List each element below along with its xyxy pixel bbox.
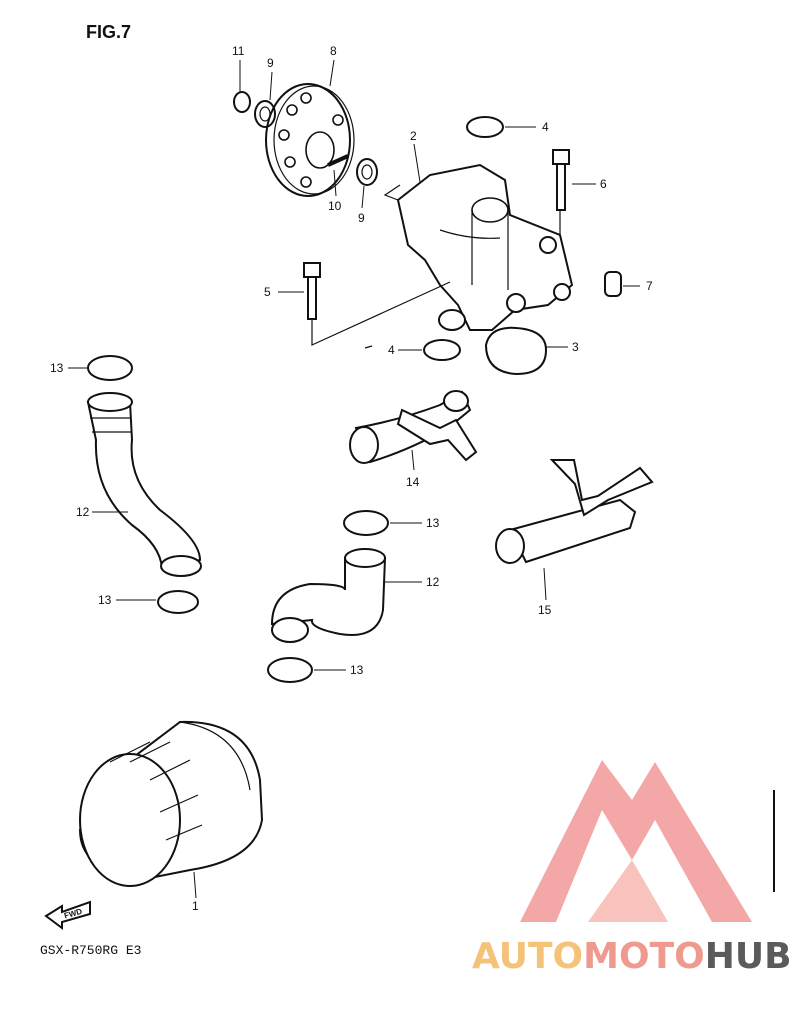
part-11-circlip: [233, 91, 251, 113]
part-14-pipe: [349, 390, 478, 464]
part-5-bolt: [303, 262, 321, 320]
part-13-oring-a: [87, 355, 133, 381]
callout-13-d: 13: [350, 663, 364, 677]
figure-title: FIG.7: [86, 22, 131, 42]
part-2-pump-body: [383, 163, 574, 331]
part-4-oring-upper: [466, 116, 504, 138]
watermark-moto: MOTO: [583, 936, 705, 977]
callout-15: 15: [538, 603, 552, 617]
part-6-bolt: [552, 149, 570, 211]
callout-11: 11: [232, 44, 245, 58]
part-12-pipe-middle: [270, 548, 387, 643]
part-13-oring-d: [267, 657, 313, 683]
callout-14: 14: [406, 475, 420, 489]
leader-lines: [68, 59, 640, 899]
watermark-auto: AUTO: [472, 936, 583, 977]
callout-12-middle: 12: [426, 575, 440, 589]
model-code: GSX-R750RG E3: [40, 943, 141, 958]
part-1-oil-filter: [78, 720, 264, 887]
watermark-logo: [520, 760, 752, 922]
callout-6: 6: [600, 177, 607, 191]
callout-9-upper: 9: [267, 56, 274, 70]
callout-9-lower: 9: [358, 211, 365, 225]
callout-13-c: 13: [426, 516, 440, 530]
callout-4-lower: 4: [388, 343, 395, 357]
callout-1: 1: [192, 899, 199, 913]
part-8-gear: [265, 83, 355, 197]
part-3-gasket: [484, 326, 548, 376]
part-7-dowel: [604, 271, 622, 297]
callout-3: 3: [572, 340, 579, 354]
part-12-pipe-left: [86, 392, 202, 577]
part-9-washer-lower: [356, 158, 378, 186]
part-10-pin: [327, 154, 349, 167]
watermark-hub: HUB: [705, 936, 792, 977]
part-4-oring-lower: [423, 339, 461, 361]
callout-5: 5: [264, 285, 271, 299]
callout-2: 2: [410, 129, 417, 143]
callout-13-b: 13: [98, 593, 112, 607]
callout-7: 7: [646, 279, 653, 293]
part-15-pipe: [495, 459, 654, 564]
callout-13-a: 13: [50, 361, 64, 375]
callout-4-upper: 4: [542, 120, 549, 134]
watermark-text: AUTOMOTOHUB: [472, 936, 792, 977]
callout-12-left: 12: [76, 505, 90, 519]
callout-8: 8: [330, 44, 337, 58]
callout-10: 10: [328, 199, 342, 213]
part-9-washer-upper: [254, 100, 276, 128]
part-13-oring-b: [157, 590, 199, 614]
fwd-arrow-icon: FWD: [44, 900, 91, 930]
part-13-oring-c: [343, 510, 389, 536]
